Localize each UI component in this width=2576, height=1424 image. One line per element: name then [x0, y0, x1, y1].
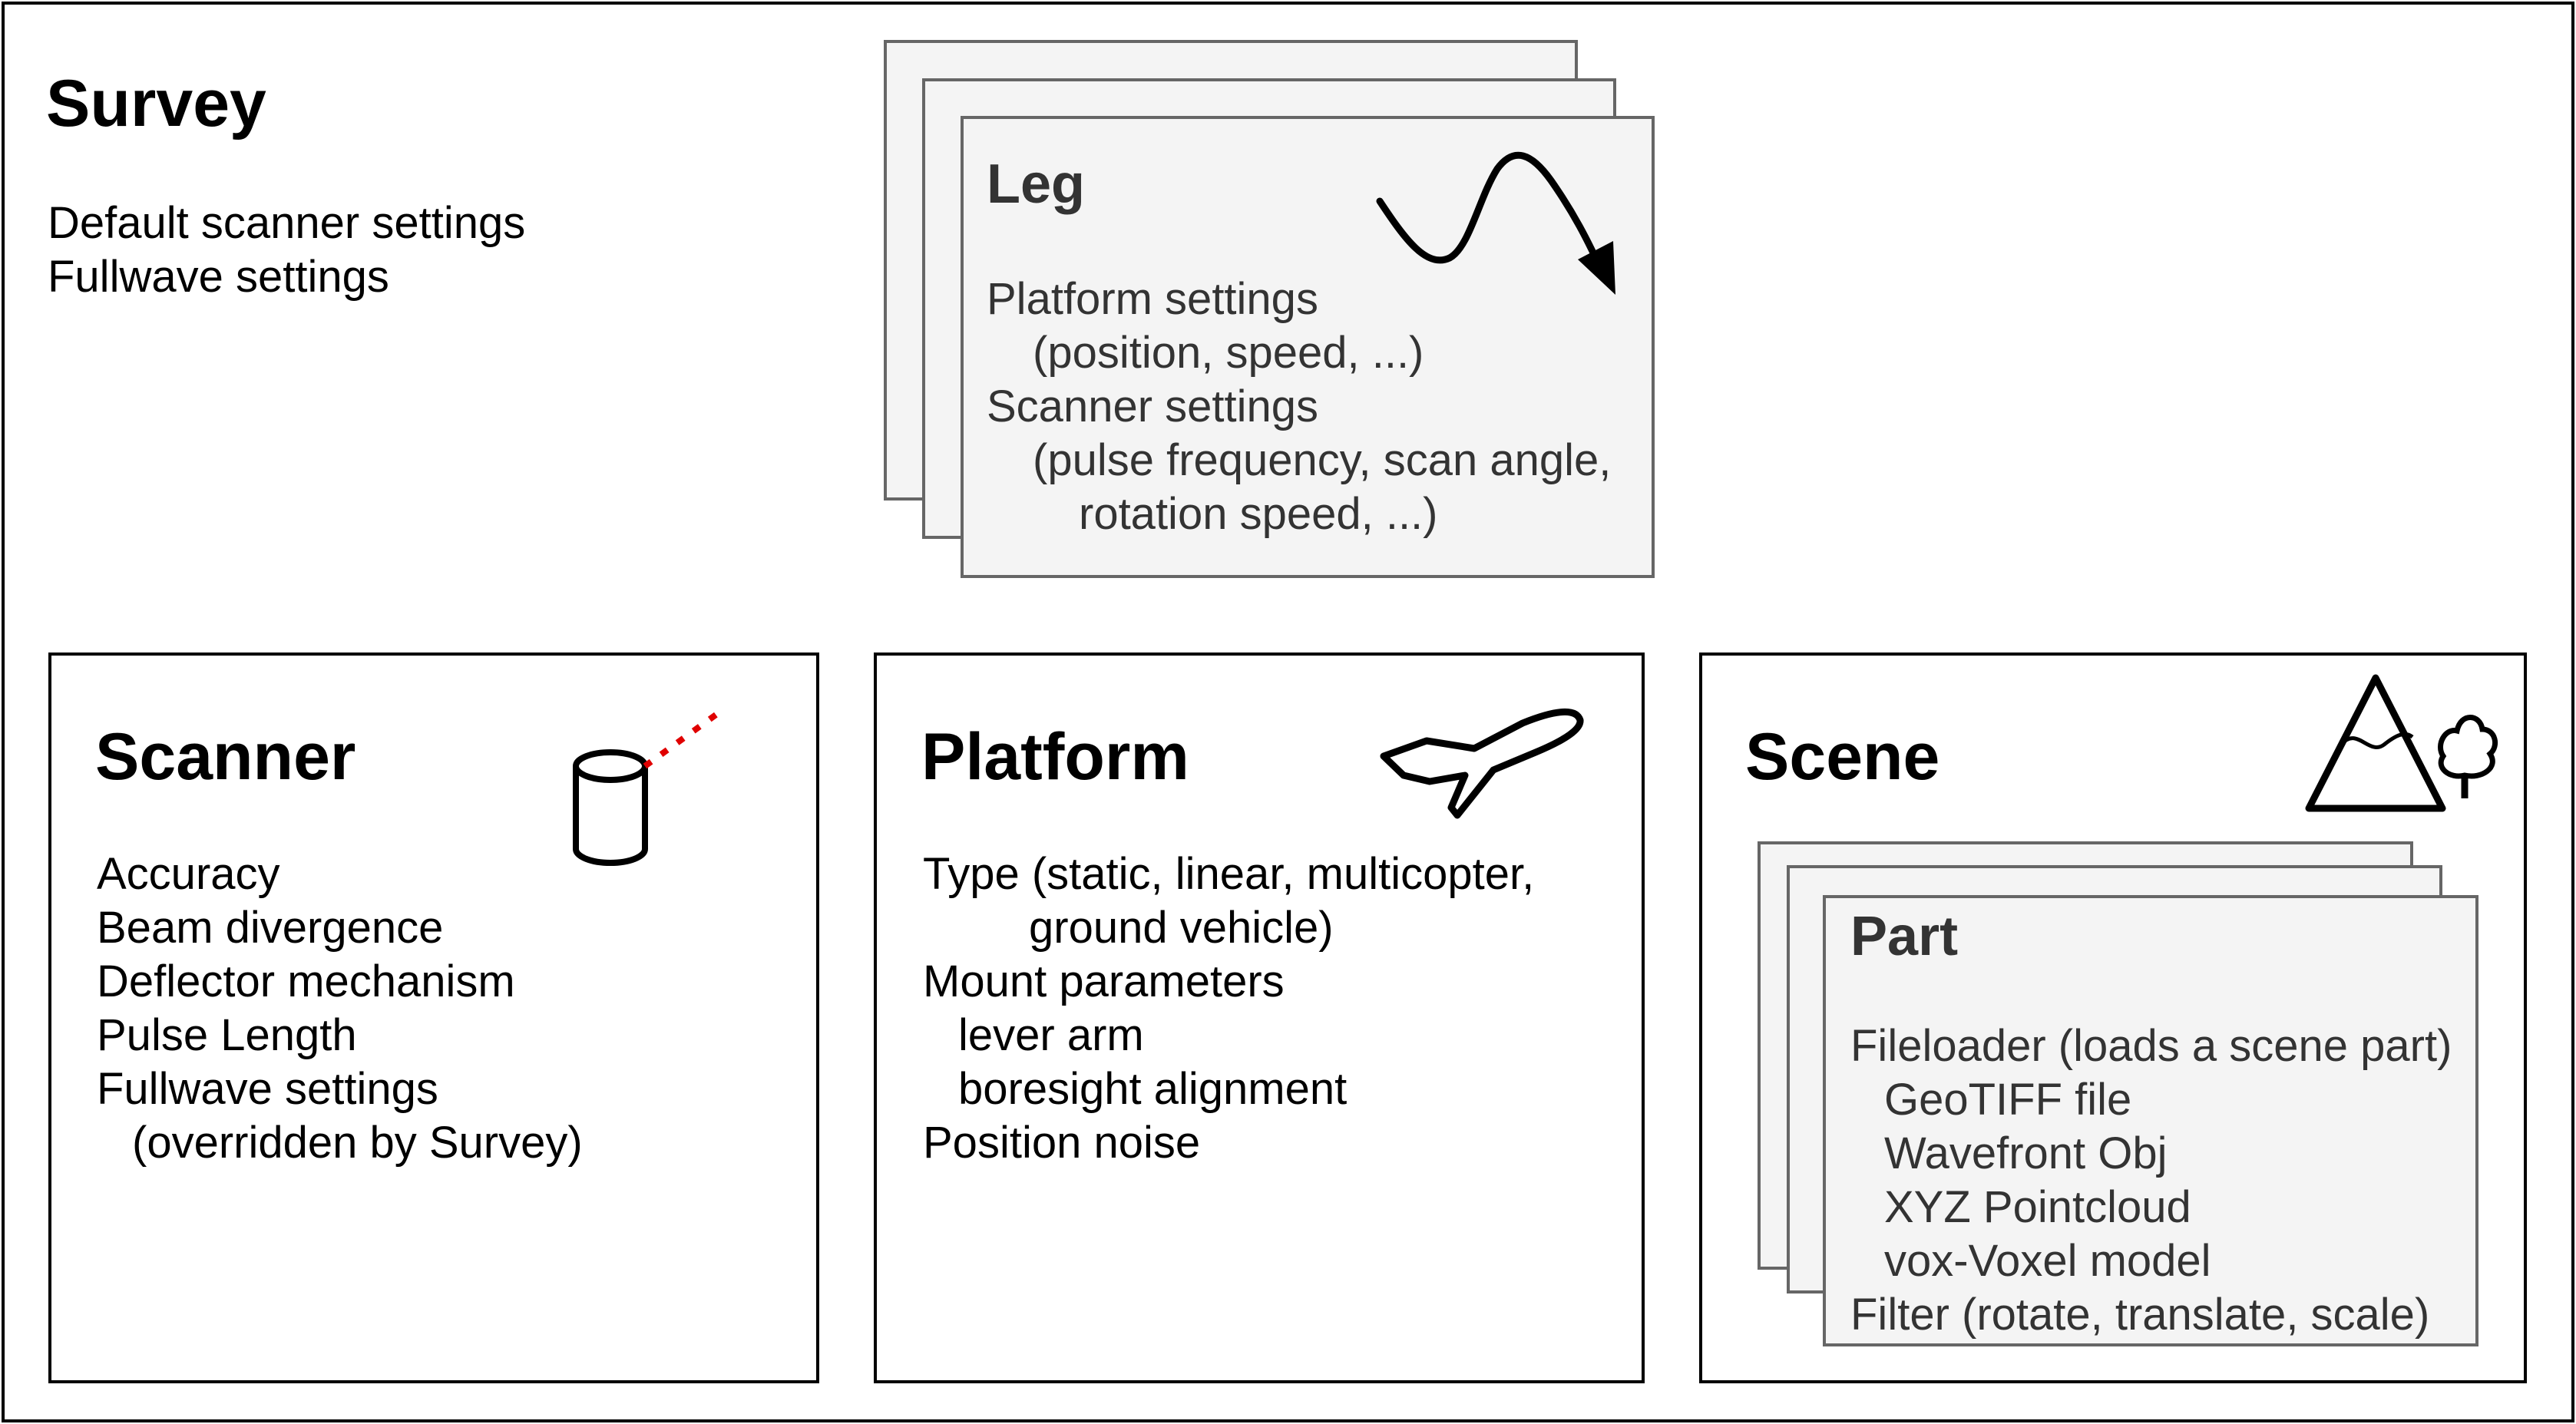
- part-title: Part: [1850, 906, 1959, 967]
- setting-line: Type (static, linear, multicopter,: [923, 849, 1535, 899]
- setting-line: Mount parameters: [923, 956, 1285, 1006]
- setting-line: boresight alignment: [958, 1064, 1348, 1114]
- scanner-title: Scanner: [95, 720, 356, 794]
- platform-title: Platform: [921, 720, 1189, 794]
- setting-line: Deflector mechanism: [97, 956, 515, 1006]
- setting-line: Pulse Length: [97, 1010, 357, 1060]
- setting-line: Accuracy: [97, 849, 280, 899]
- setting-line: Fullwave settings: [97, 1064, 438, 1114]
- setting-line: Beam divergence: [97, 903, 444, 953]
- setting-line: (position, speed, ...): [1033, 328, 1424, 378]
- setting-line: ground vehicle): [1029, 903, 1334, 953]
- survey-setting-line: Fullwave settings: [48, 252, 389, 302]
- setting-line: Scanner settings: [987, 382, 1319, 431]
- setting-line: Wavefront Obj: [1884, 1128, 2168, 1178]
- survey-setting-line: Default scanner settings: [48, 198, 526, 248]
- setting-line: Filter (rotate, translate, scale): [1850, 1290, 2430, 1340]
- setting-line: Fileloader (loads a scene part): [1850, 1021, 2452, 1071]
- setting-line: (pulse frequency, scan angle,: [1033, 435, 1612, 485]
- setting-line: GeoTIFF file: [1884, 1075, 2132, 1125]
- leg-sheet: [961, 116, 1655, 578]
- setting-line: Position noise: [923, 1118, 1201, 1168]
- setting-line: XYZ Pointcloud: [1884, 1182, 2191, 1232]
- part-sheet: [1823, 895, 2478, 1346]
- survey-settings-list: Default scanner settings Fullwave settin…: [48, 197, 525, 304]
- leg-title: Leg: [987, 154, 1086, 215]
- setting-line: (overridden by Survey): [132, 1118, 583, 1168]
- setting-line: Platform settings: [987, 274, 1318, 324]
- scanner-box: [48, 653, 819, 1383]
- part-settings-list: Fileloader (loads a scene part)GeoTIFF f…: [1850, 1019, 2452, 1342]
- platform-box: [874, 653, 1645, 1383]
- scene-title: Scene: [1745, 720, 1940, 794]
- setting-line: vox-Voxel model: [1884, 1236, 2211, 1286]
- setting-line: rotation speed, ...): [1079, 489, 1438, 539]
- leg-settings-list: Platform settings(position, speed, ...)S…: [987, 273, 1611, 541]
- setting-line: lever arm: [958, 1010, 1144, 1060]
- survey-title: Survey: [46, 67, 266, 140]
- platform-settings-list: Type (static, linear, multicopter,ground…: [923, 847, 1534, 1170]
